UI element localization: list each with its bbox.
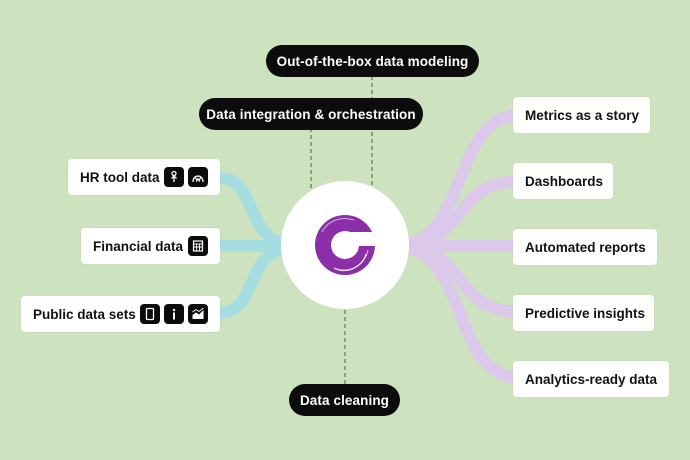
source-card-financial-label: Financial data xyxy=(93,238,184,254)
document-icon xyxy=(140,304,160,324)
output-flow-analytics xyxy=(389,240,526,384)
source-card-public-icons xyxy=(140,304,208,324)
spreadsheet-icon xyxy=(188,236,208,256)
source-card-public-label: Public data sets xyxy=(33,306,136,322)
output-card-reports-label: Automated reports xyxy=(525,239,646,255)
pill-data-cleaning: Data cleaning xyxy=(289,384,400,416)
w-logo-icon xyxy=(188,167,208,187)
pill-data-modeling: Out-of-the-box data modeling xyxy=(266,45,479,77)
source-card-public: Public data sets xyxy=(21,296,220,332)
output-card-analytics: Analytics-ready data xyxy=(513,361,669,397)
platform-logo-icon xyxy=(315,215,375,275)
area-chart-icon xyxy=(188,304,208,324)
output-card-metrics: Metrics as a story xyxy=(513,97,650,133)
pill-data-integration: Data integration & orchestration xyxy=(199,98,423,130)
output-card-reports: Automated reports xyxy=(513,229,657,265)
pill-data-cleaning-label: Data cleaning xyxy=(299,392,390,408)
person-icon xyxy=(164,167,184,187)
output-card-dashboards-label: Dashboards xyxy=(525,173,604,189)
output-card-analytics-label: Analytics-ready data xyxy=(525,371,658,387)
output-card-insights-label: Predictive insights xyxy=(525,305,646,321)
output-card-insights: Predictive insights xyxy=(513,295,654,331)
pill-data-modeling-label: Out-of-the-box data modeling xyxy=(276,53,469,69)
output-card-dashboards: Dashboards xyxy=(513,163,613,199)
source-card-financial: Financial data xyxy=(81,228,220,264)
pill-data-integration-label: Data integration & orchestration xyxy=(206,106,416,122)
central-hub xyxy=(281,181,409,309)
output-card-metrics-label: Metrics as a story xyxy=(525,107,640,123)
source-card-hr-icons xyxy=(164,167,208,187)
source-card-financial-icons xyxy=(188,236,208,256)
info-icon xyxy=(164,304,184,324)
source-card-hr-label: HR tool data xyxy=(80,169,160,185)
source-card-hr: HR tool data xyxy=(68,159,220,195)
